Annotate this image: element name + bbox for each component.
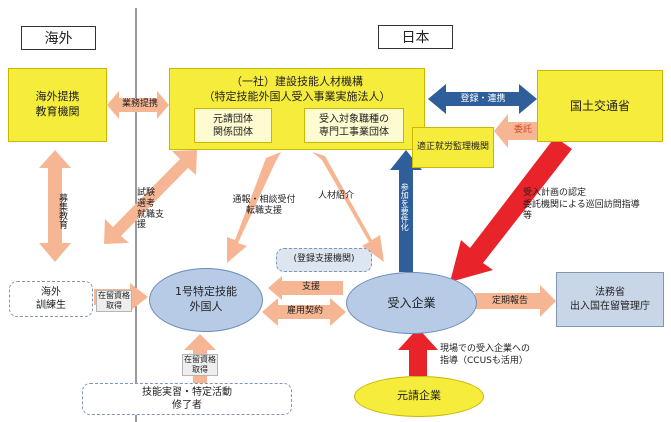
periodic-report-arrow xyxy=(475,285,556,317)
employment-arrow xyxy=(262,298,346,326)
registered-support-box: (登録支援機関) xyxy=(276,248,372,272)
business-tieup-label: 業務提携 xyxy=(121,99,158,109)
report-consult-arrow xyxy=(227,152,281,263)
field-guidance-line1: 現場での受入企業への xyxy=(440,344,531,354)
field-guidance-line2: 指導（CCUSも活用） xyxy=(440,355,528,366)
referral-label: 人材紹介 xyxy=(318,191,355,201)
mlit-box: 国土交通省 xyxy=(537,70,663,142)
foreign-worker-line2: 外国人 xyxy=(189,300,223,313)
overseas-school-box: 海外提携 教育機関 xyxy=(8,68,107,142)
overseas-trainee-box: 海外 訓練生 xyxy=(9,281,93,317)
mlit-note-line2: 委託機関による巡回訪問指導 xyxy=(523,199,640,210)
status-left-line2: 取得 xyxy=(106,301,122,310)
status-bottom-line1: 在留資格 xyxy=(184,355,216,364)
report-consult-line2: 転職支援 xyxy=(245,206,282,217)
immigration-box: 法務省 出入国在留管理庁 xyxy=(556,272,664,327)
mandatory-label: 参加を要件化 xyxy=(400,183,410,231)
status-left-line1: 在留資格 xyxy=(98,291,130,300)
overseas-region-label: 海外 xyxy=(21,26,96,50)
jac-title-line1: （一社）建設技能人材機構 xyxy=(231,75,363,88)
prime-groups-line1: 元請団体 xyxy=(213,113,253,125)
specialty-groups-line1: 受入対象職種の xyxy=(319,113,389,125)
exam-label: 試験 選考 就職支援 xyxy=(137,188,167,231)
specialty-groups-line2: 専門工事業団体 xyxy=(319,126,389,138)
recruit-education-label: 募集教育 xyxy=(57,193,67,229)
overseas-school-line1: 海外提携 xyxy=(35,90,80,104)
referral-arrow xyxy=(312,152,384,262)
recruit-education-arrow xyxy=(39,150,71,262)
report-consult-line1: 通報・相談受付 xyxy=(232,195,296,205)
periodic-report-label: 定期報告 xyxy=(491,296,528,306)
register-cooperate-arrow xyxy=(428,84,537,114)
prime-guidance-arrow xyxy=(398,328,438,376)
status-bottom-tag: 在留資格 取得 xyxy=(182,354,218,376)
overseas-school-line2: 教育機関 xyxy=(35,105,80,118)
mlit-note-line3: 等 xyxy=(523,211,533,222)
overseas-trainee-line2: 訓練生 xyxy=(36,300,66,311)
entrust-arrow xyxy=(494,114,538,148)
japan-region-label: 日本 xyxy=(378,25,453,49)
report-consult-label: 通報・相談受付 転職支援 xyxy=(224,195,304,218)
mlit-note: 受入計画の認定 委託機関による巡回訪問指導 等 xyxy=(523,188,663,223)
foreign-worker-line1: 1号特定技能 xyxy=(175,285,237,299)
jac-title-line2: （特定技能外国人受入事業実施法人） xyxy=(203,89,391,103)
exam-line1: 試験 xyxy=(137,188,156,198)
host-company-ellipse: 受入企業 xyxy=(346,272,477,334)
register-cooperate-label: 登録・連携 xyxy=(460,94,506,104)
prime-groups-line2: 関係団体 xyxy=(213,126,253,138)
exam-arrow xyxy=(104,150,197,244)
fair-employment-box: 適正就労監理機関 xyxy=(412,127,494,168)
immigration-line1: 法務省 xyxy=(595,287,625,298)
exam-line3: 就職支援 xyxy=(137,209,165,231)
specialty-groups-box: 受入対象職種の 専門工事業団体 xyxy=(304,108,404,143)
foreign-worker-ellipse: 1号特定技能 外国人 xyxy=(149,268,263,332)
entrust-label: 委託 xyxy=(513,125,532,135)
business-tieup-arrow xyxy=(107,91,169,119)
support-label: 支援 xyxy=(301,282,320,292)
status-bottom-line2: 取得 xyxy=(192,365,208,374)
mlit-note-line1: 受入計画の認定 xyxy=(523,188,587,198)
mandatory-arrow xyxy=(390,150,422,272)
overseas-trainee-line1: 海外 xyxy=(41,287,61,298)
mlit-guidance-arrow xyxy=(450,137,572,282)
exam-line2: 選考 xyxy=(137,198,156,209)
intern-completed-line1: 技能実習・特定活動 xyxy=(142,387,232,398)
intern-completed-line2: 修了者 xyxy=(172,400,202,411)
employment-label: 雇用契約 xyxy=(286,306,323,316)
prime-contractor-ellipse: 元請企業 xyxy=(354,376,484,417)
prime-groups-box: 元請団体 関係団体 xyxy=(194,108,272,143)
immigration-line2: 出入国在留管理庁 xyxy=(570,300,650,312)
status-left-tag: 在留資格 取得 xyxy=(96,290,132,312)
field-guidance-label: 現場での受入企業への 指導（CCUSも活用） xyxy=(440,344,570,367)
support-arrow xyxy=(268,276,343,300)
intern-completed-box: 技能実習・特定活動 修了者 xyxy=(82,383,292,415)
